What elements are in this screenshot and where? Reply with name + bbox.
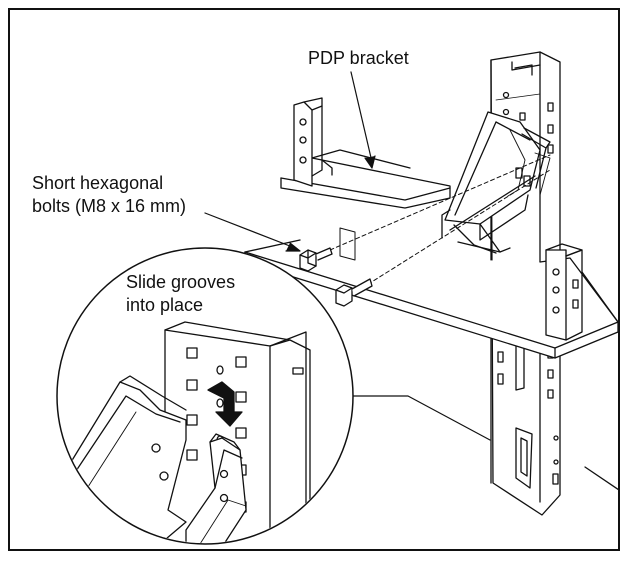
assembly-illustration (56, 51, 618, 545)
bolts-label-line-2: bolts (M8 x 16 mm) (32, 196, 187, 216)
pdp-bracket-label: PDP bracket (308, 48, 409, 68)
hex-bolt-icon (335, 278, 373, 307)
hex-bolt-icon (299, 247, 333, 272)
bolts-label: Short hexagonal bolts (M8 x 16 mm) (32, 172, 186, 218)
upper-crossbar (280, 97, 451, 209)
leader-lines (204, 71, 491, 441)
floor-line (584, 466, 618, 491)
bracket-tab (339, 227, 356, 261)
lower-base (244, 239, 618, 359)
slide-label-line-2: into place (126, 295, 204, 315)
slide-grooves-label: Slide grooves into place (126, 271, 235, 317)
diagram-frame: PDP bracket Short hexagonal bolts (M8 x … (8, 8, 620, 551)
bolts-label-line-1: Short hexagonal (32, 173, 164, 193)
slide-label-line-1: Slide grooves (126, 272, 236, 292)
arrow-down-icon (207, 381, 243, 427)
detail-circle (56, 247, 354, 545)
bolt-guides (329, 154, 551, 289)
pdp-bracket (441, 111, 551, 254)
